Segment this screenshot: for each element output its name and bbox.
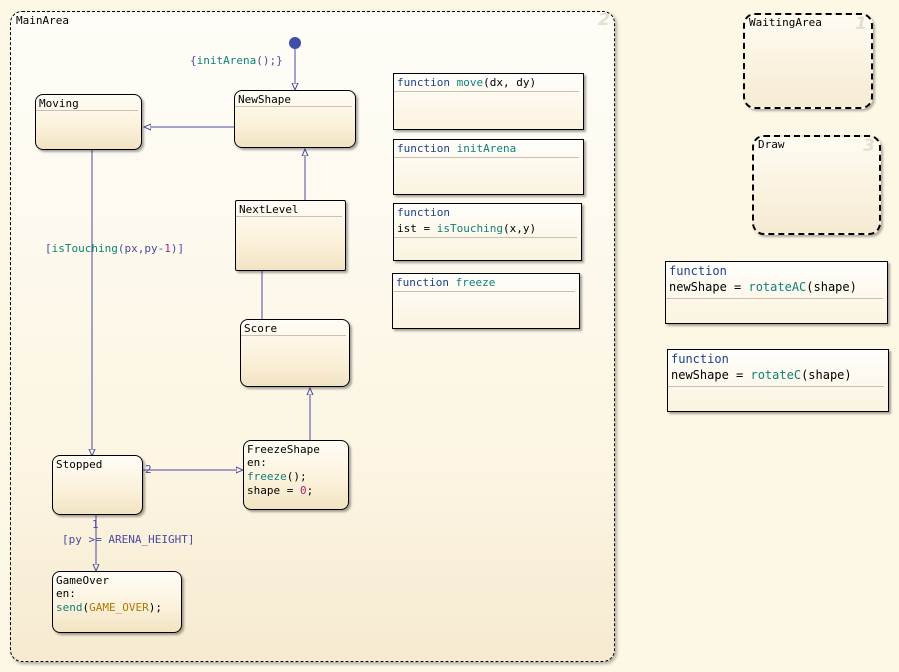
function-initarena-signature: function initArena xyxy=(397,142,517,155)
function-freeze-box[interactable]: function freeze xyxy=(392,273,580,329)
newshape-state-name: NewShape xyxy=(238,93,291,106)
default-transition-action: {initArena();} xyxy=(190,54,283,67)
nextlevel-state-name: NextLevel xyxy=(239,203,299,216)
score-state-name: Score xyxy=(244,322,278,335)
draw-order-number: 3 xyxy=(863,136,875,156)
stopped-state-name: Stopped xyxy=(56,458,103,471)
priority-2-label: 2 xyxy=(145,463,152,476)
newshape-state[interactable]: NewShape xyxy=(234,90,356,148)
draw-state-name: Draw xyxy=(758,138,785,151)
moving-state[interactable]: Moving xyxy=(35,94,142,150)
function-move-box[interactable]: function move(dx, dy) xyxy=(393,73,584,130)
gameover-state-name: GameOver xyxy=(56,574,109,587)
function-istouching-signature: function ist = isTouching(x,y) xyxy=(397,206,537,235)
function-rotateac-box[interactable]: function newShape = rotateAC(shape) xyxy=(665,261,888,324)
waitingarea-state-name: WaitingArea xyxy=(749,16,822,29)
nextlevel-state[interactable]: NextLevel xyxy=(235,200,346,271)
main-area-order-number: 2 xyxy=(598,10,610,30)
stopped-state[interactable]: Stopped xyxy=(52,455,143,515)
function-rotatec-box[interactable]: function newShape = rotateC(shape) xyxy=(667,349,889,412)
freezeshape-state-name: FreezeShape xyxy=(247,443,320,456)
function-initarena-box[interactable]: function initArena xyxy=(393,139,584,195)
moving-state-name: Moving xyxy=(39,97,79,110)
waitingarea-order-number: 1 xyxy=(855,14,867,34)
default-transition-dot[interactable] xyxy=(289,37,301,49)
function-freeze-signature: function freeze xyxy=(396,276,496,289)
freezeshape-state[interactable]: FreezeShape en: freeze(); shape = 0; xyxy=(243,440,349,510)
function-istouching-box[interactable]: function ist = isTouching(x,y) xyxy=(393,203,582,261)
function-move-signature: function move(dx, dy) xyxy=(397,76,537,89)
function-rotatec-signature: function newShape = rotateC(shape) xyxy=(671,352,852,382)
score-state[interactable]: Score xyxy=(240,319,350,387)
arena-height-guard-label: [py >= ARENA_HEIGHT] xyxy=(62,533,195,546)
is-touching-guard-label: [isTouching(px,py-1)] xyxy=(45,242,185,255)
freezeshape-entry-action: en: freeze(); shape = 0; xyxy=(247,456,314,497)
draw-state[interactable]: Draw 3 xyxy=(752,135,881,235)
gameover-entry-action: en: send(GAME_OVER); xyxy=(56,587,162,614)
waitingarea-state[interactable]: WaitingArea 1 xyxy=(743,13,873,109)
priority-1-label: 1 xyxy=(92,518,99,531)
function-rotateac-signature: function newShape = rotateAC(shape) xyxy=(669,264,857,294)
gameover-state[interactable]: GameOver en: send(GAME_OVER); xyxy=(52,571,182,633)
main-area-label: MainArea xyxy=(16,14,69,27)
